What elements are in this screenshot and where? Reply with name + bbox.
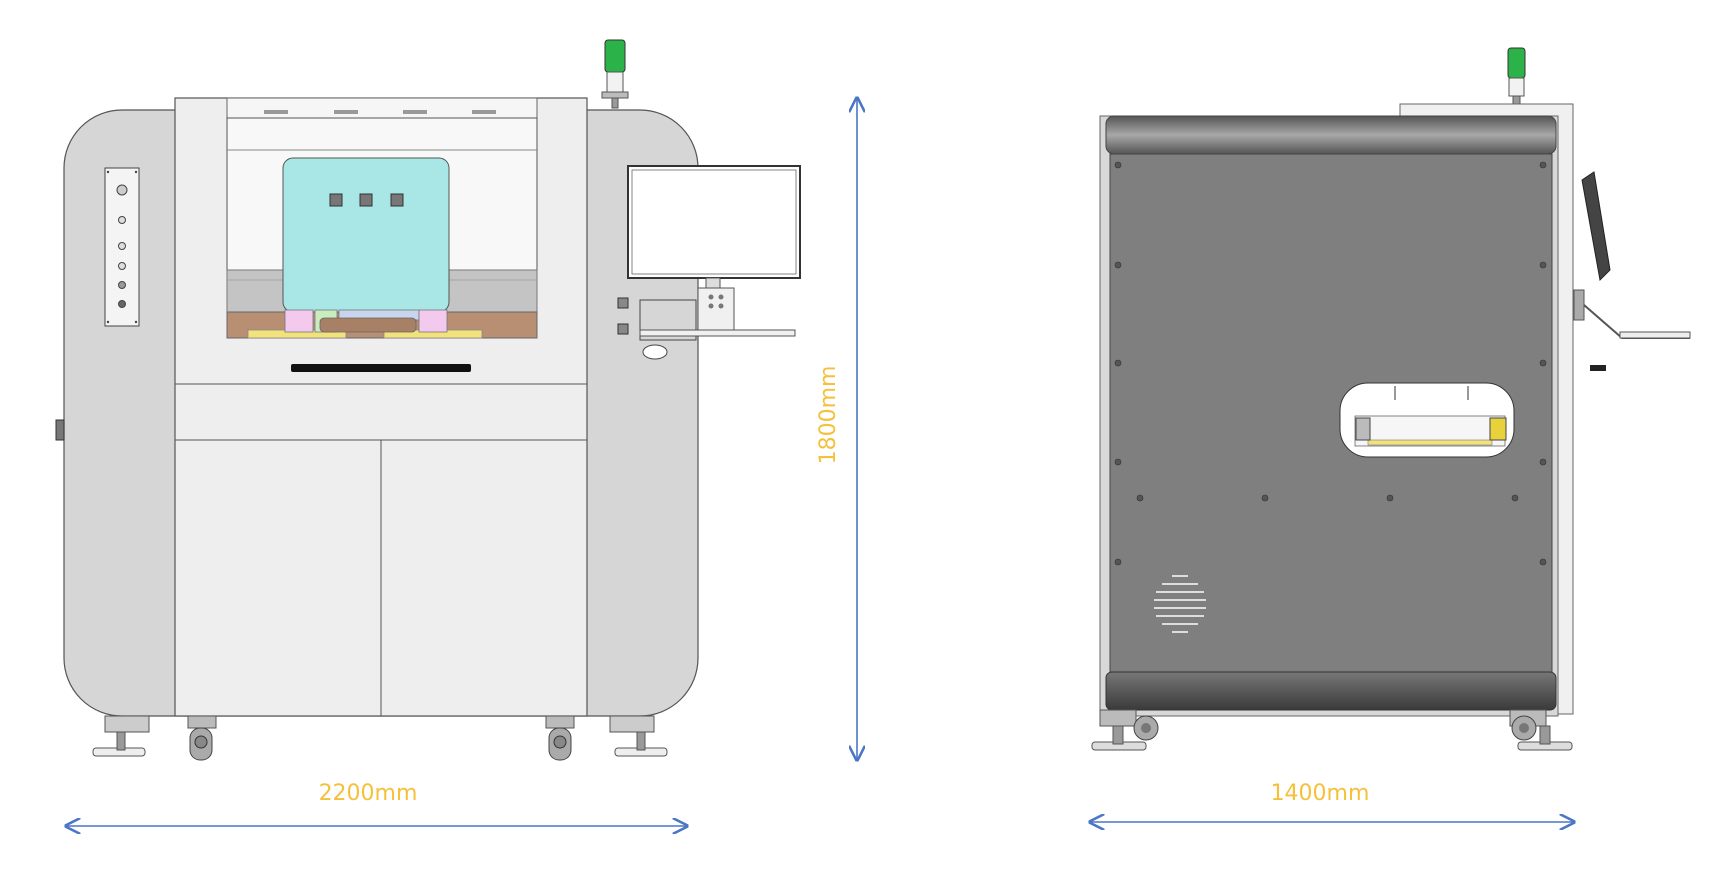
depth-dimension-label: 1400mm [1271,781,1370,806]
front-keyboard-tray [617,297,796,360]
side-signal-tower-icon [1507,47,1526,105]
side-caster-icon [1133,715,1537,741]
side-view [1091,47,1691,751]
side-vent-icon [1154,575,1206,633]
front-inspection-head [282,157,450,313]
side-panel-screws [1114,161,1547,566]
front-view [55,39,801,761]
height-dimension-label: 1800mm [816,366,841,465]
side-inspection-window [1339,382,1515,458]
front-caster-icon [187,715,575,761]
side-monitor-icon [1573,171,1691,371]
width-dimension-label: 2200mm [319,781,418,806]
front-leveling-feet [92,715,668,757]
front-signal-tower-icon [601,39,629,109]
front-control-pillar [104,167,140,327]
front-board-slot [291,364,471,372]
front-monitor-icon [627,165,801,331]
